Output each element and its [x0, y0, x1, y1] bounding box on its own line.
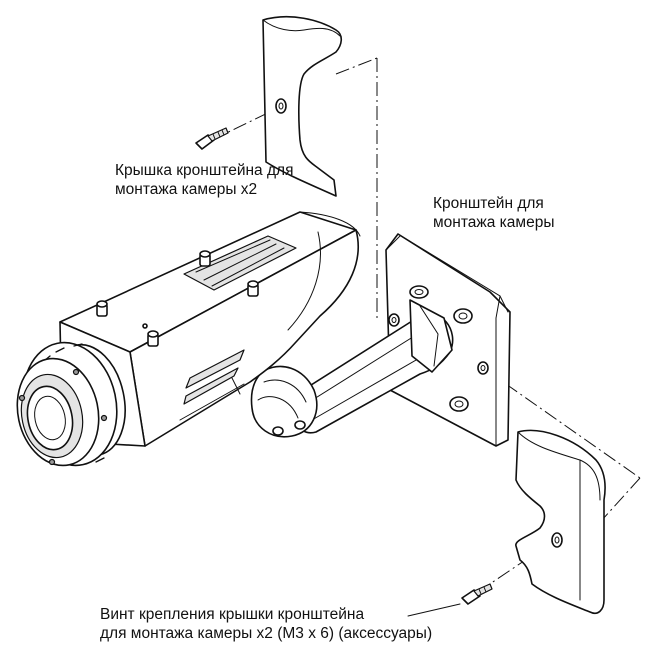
screw-upper-icon	[195, 127, 229, 150]
cover-screw-label: Винт крепления крышки кронштейна для мон…	[100, 605, 432, 643]
camera-lens	[16, 341, 126, 467]
bracket-cover-label-line2: монтажа камеры x2	[115, 181, 258, 198]
bracket-cover-upper	[262, 16, 343, 197]
mount-bracket-label: Кронштейн для монтажа камеры	[433, 194, 554, 232]
bracket-cover-lower	[515, 429, 606, 615]
mount-bracket-label-line1: Кронштейн для	[433, 195, 544, 212]
cover-screw-label-line2: для монтажа камеры x2 (M3 x 6) (аксессуа…	[100, 625, 433, 642]
bracket-cover-label-line1: Крышка кронштейна для	[115, 162, 294, 179]
screw-leader-line	[407, 603, 461, 617]
mount-bracket-label-line2: монтажа камеры	[433, 214, 555, 231]
knob-icon	[96, 250, 259, 347]
bracket-cover-label: Крышка кронштейна для монтажа камеры x2	[115, 161, 293, 199]
bracket-arm	[250, 299, 454, 438]
cover-screw-label-line1: Винт крепления крышки кронштейна	[100, 606, 365, 623]
screw-lower-icon	[461, 583, 493, 605]
